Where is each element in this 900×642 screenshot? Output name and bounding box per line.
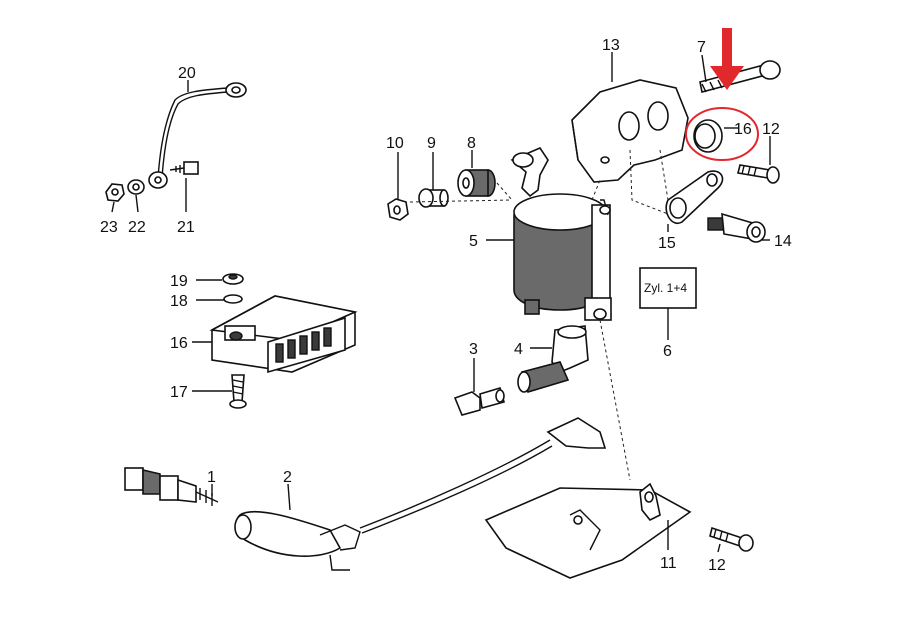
nut-10 — [387, 198, 409, 221]
bolt-22 — [169, 161, 199, 175]
callout-17: 16 — [170, 335, 188, 352]
assembly-lines — [409, 149, 669, 481]
lead-end-3 — [453, 387, 505, 416]
ground-strap-21 — [148, 82, 247, 189]
cylinder-label-6: Zyl. 1+4 — [639, 267, 697, 309]
callout-6: 6 — [663, 343, 672, 360]
screw-12-upper — [737, 164, 780, 184]
callout-18: 17 — [170, 384, 188, 401]
callout-2: 2 — [283, 469, 292, 486]
ht-lead — [359, 417, 607, 534]
bushing-8 — [457, 169, 496, 197]
washer-23 — [127, 179, 145, 195]
screw-12-lower — [709, 526, 754, 552]
mounting-plate-11 — [484, 482, 692, 579]
callout-19: 18 — [170, 293, 188, 310]
callout-21: 20 — [178, 65, 196, 82]
callout-15: 15 — [658, 235, 676, 252]
callout-16: 16 — [734, 121, 752, 138]
spark-plug-1 — [124, 467, 219, 506]
callout-4: 4 — [514, 341, 523, 358]
callout-11: 11 — [660, 555, 677, 572]
clip-15 — [665, 170, 724, 225]
nut-24 — [105, 183, 125, 202]
callout-12-upper: 12 — [762, 121, 780, 138]
callout-23: 22 — [128, 219, 146, 236]
highlight-part-16 — [685, 107, 759, 161]
callout-8: 8 — [467, 135, 476, 152]
cylinder-label-text: Zyl. 1+4 — [644, 281, 687, 295]
red-arrow-icon — [710, 28, 744, 90]
control-unit-17 — [209, 295, 358, 374]
leader-lines — [111, 52, 771, 553]
callout-1: 1 — [207, 469, 216, 486]
callout-12-lower: 12 — [708, 557, 726, 574]
cap-16 — [693, 119, 723, 153]
plug-connector-2 — [234, 510, 361, 571]
callout-labels: 20 23 22 21 10 9 8 5 13 7 16 12 15 14 6 … — [100, 37, 792, 574]
callout-14: 14 — [774, 233, 792, 250]
coil-bracket — [510, 147, 549, 198]
plug-14 — [707, 212, 766, 243]
bracket-13 — [571, 79, 689, 183]
ignition-coil-5 — [513, 193, 612, 321]
callout-10: 10 — [386, 135, 404, 152]
callout-9: 9 — [427, 135, 436, 152]
callout-20: 19 — [170, 273, 188, 290]
washer-19 — [223, 294, 243, 304]
callout-24: 23 — [100, 219, 118, 236]
callout-7: 7 — [697, 39, 706, 56]
spacer-9 — [418, 188, 449, 208]
screw-18 — [229, 374, 247, 409]
callout-5: 5 — [469, 233, 478, 250]
callout-3: 3 — [469, 341, 478, 358]
nut-20 — [222, 273, 244, 285]
callout-13: 13 — [602, 37, 620, 54]
callout-22: 21 — [177, 219, 195, 236]
bolt-7 — [699, 60, 781, 93]
coil-connector-4 — [517, 325, 589, 393]
